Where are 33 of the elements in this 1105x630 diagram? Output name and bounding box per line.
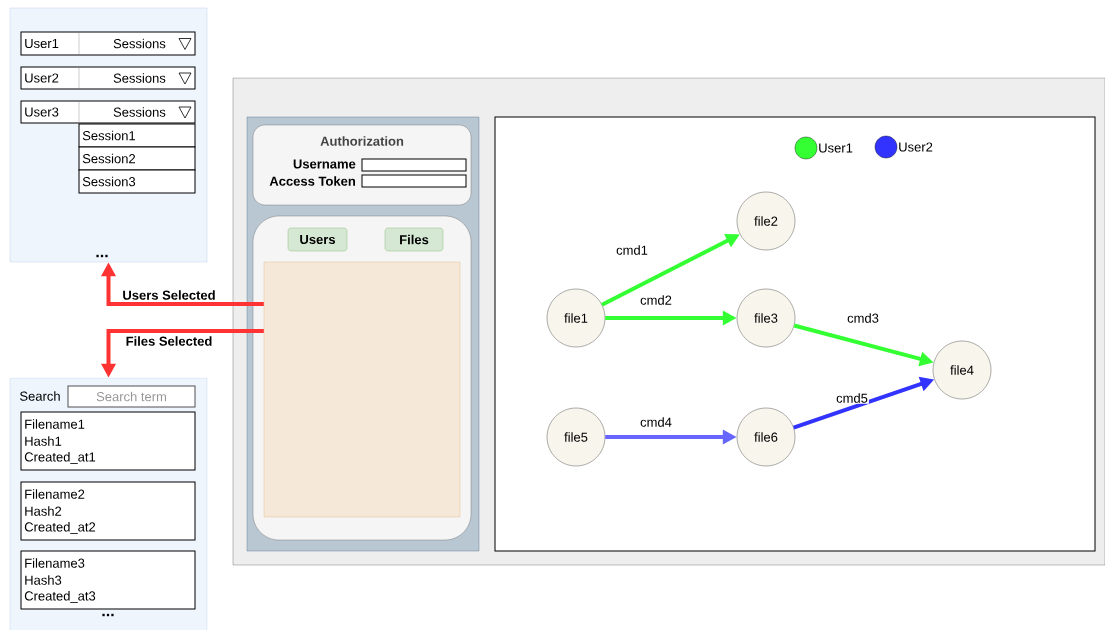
file-card: Filename3 Hash3 Created_at3 — [20, 550, 196, 610]
file-node: file6 — [736, 407, 796, 467]
edge-label: cmd1 — [615, 244, 649, 256]
legend-label: User1 — [819, 143, 853, 153]
edge-label: cmd4 — [639, 416, 673, 428]
file-node: file1 — [546, 288, 606, 348]
session-item: Session3 — [78, 169, 196, 194]
file-node: file3 — [736, 288, 796, 348]
search-field: Search term — [67, 385, 196, 408]
edge-label: Users Selected — [121, 289, 217, 301]
legend-label: User2 — [899, 142, 933, 152]
session-item: Session2 — [78, 146, 196, 171]
field-label: Access Token — [269, 176, 355, 186]
edge-label: cmd5 — [835, 392, 869, 404]
file-card: Filename2 Hash2 Created_at2 — [20, 481, 196, 541]
edge-label: cmd3 — [846, 312, 880, 324]
session-item: Session1 — [78, 123, 196, 148]
graph-canvas — [494, 116, 1096, 552]
ellipsis: ... — [96, 254, 108, 258]
tab-button: Users — [287, 227, 348, 252]
field-label: Search — [20, 391, 60, 401]
dropdown-row: User3 Sessions — [20, 100, 196, 124]
edge-label: Files Selected — [124, 335, 214, 347]
file-node: file2 — [736, 191, 796, 251]
dropdown-row: User2 Sessions — [20, 66, 196, 90]
file-card: Filename1 Hash1 Created_at1 — [20, 411, 196, 471]
edge-label: cmd2 — [639, 294, 673, 306]
list-area — [263, 261, 461, 518]
file-node: file5 — [546, 407, 606, 467]
field-label: Username — [293, 159, 356, 169]
tab-button: Files — [384, 227, 444, 252]
dropdown-row: User1 Sessions — [20, 31, 196, 56]
file-node: file4 — [932, 340, 992, 400]
